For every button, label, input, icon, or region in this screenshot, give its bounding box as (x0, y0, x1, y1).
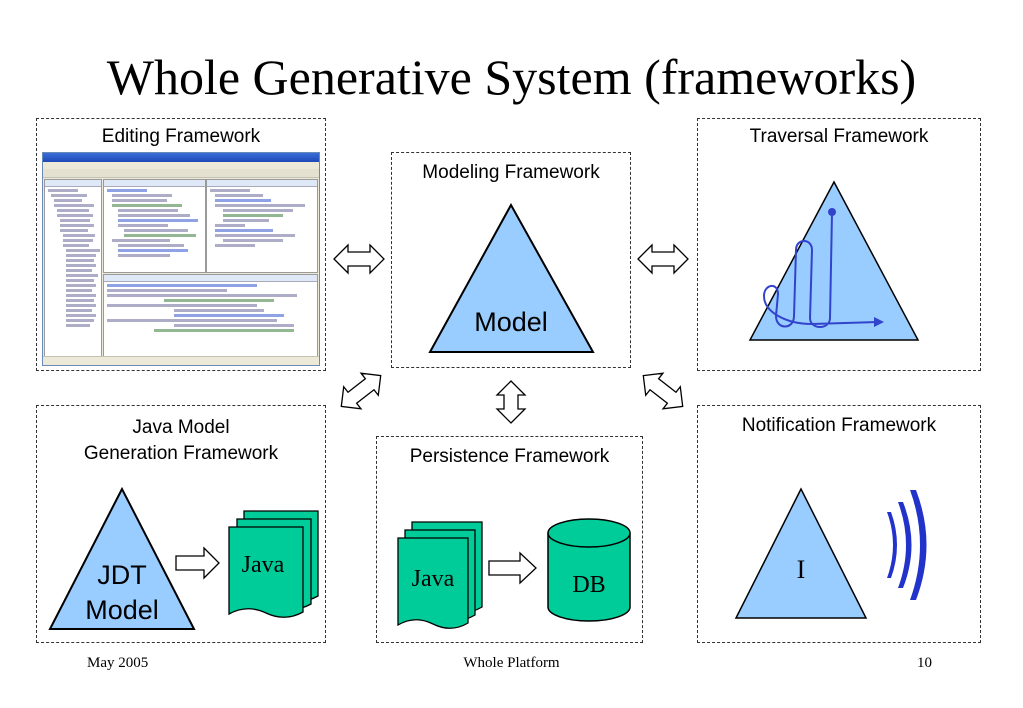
java-documents-generation (228, 510, 319, 618)
traversal-framework-label: Traversal Framework (749, 126, 929, 147)
editing-framework-panel: Editing Framework (36, 118, 326, 371)
java-model-label-line2: Generation Framework (83, 443, 279, 464)
modeling-framework-label: Modeling Framework (422, 162, 600, 183)
footer-center: Whole Platform (463, 655, 560, 671)
java-model-label-line1: Java Model (132, 417, 230, 438)
footer-date: May 2005 (87, 655, 149, 671)
persistence-framework-panel: Persistence Framework (376, 436, 643, 643)
jdt-label-line1: JDT (97, 560, 147, 590)
persistence-framework-label: Persistence Framework (409, 446, 610, 467)
editing-framework-label: Editing Framework (101, 126, 261, 147)
jdt-model-triangle (48, 486, 196, 630)
model-triangle (428, 202, 595, 353)
java-label-persistence: Java (412, 566, 455, 592)
java-label-generation: Java (242, 552, 285, 578)
traversal-framework-panel: Traversal Framework (697, 118, 981, 371)
db-cylinder (547, 518, 631, 622)
double-arrow-modeling-traversal (637, 243, 689, 275)
notification-framework-panel: Notification Framework (697, 405, 981, 643)
model-label: Model (474, 307, 548, 337)
modeling-framework-panel: Modeling Framework (391, 152, 631, 368)
right-arrow-java-db (488, 551, 537, 585)
db-label: DB (572, 572, 605, 598)
text-cursor-icon: I (797, 555, 806, 584)
notification-triangle (734, 487, 868, 619)
footer-page-number: 10 (917, 655, 932, 671)
java-documents-persistence (397, 521, 483, 629)
notification-waves-icon (887, 490, 927, 600)
java-model-generation-panel: Java Model Generation Framework (36, 405, 326, 643)
traversal-path-icon (762, 212, 879, 328)
traversal-triangle (748, 180, 920, 341)
traversal-path-arrowhead (874, 317, 884, 327)
eclipse-ide-screenshot (42, 152, 320, 366)
slide-title: Whole Generative System (frameworks) (106, 49, 917, 105)
double-arrow-modeling-java (340, 372, 382, 410)
right-arrow-jdt-java (175, 546, 220, 580)
notification-framework-label: Notification Framework (741, 415, 937, 436)
traversal-path-start (828, 208, 836, 216)
jdt-label-line2: Model (85, 595, 159, 625)
double-arrow-modeling-persistence (495, 380, 527, 424)
double-arrow-modeling-notification (642, 372, 684, 410)
double-arrow-editing-modeling (333, 243, 385, 275)
